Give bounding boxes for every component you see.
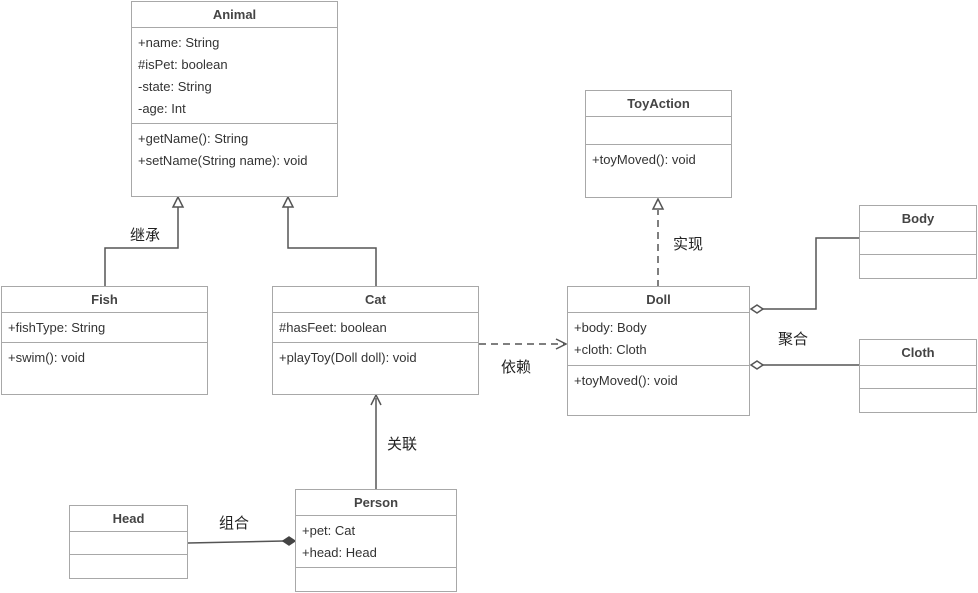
operation: +toyMoved(): void	[574, 373, 678, 388]
class-toyaction-operations: +toyMoved(): void	[586, 145, 731, 171]
doll-realization-arrowhead	[651, 197, 665, 210]
head-composition-line	[187, 540, 285, 544]
class-cat: Cat #hasFeet: boolean +playToy(Doll doll…	[272, 286, 479, 395]
class-body: Body	[859, 205, 977, 279]
attribute: #hasFeet: boolean	[279, 320, 387, 335]
aggregation-label: 聚合	[778, 330, 809, 348]
class-head: Head	[69, 505, 188, 579]
class-cat-operations: +playToy(Doll doll): void	[273, 343, 478, 369]
cat-dependency-arrowhead	[555, 338, 568, 350]
class-cloth-operations	[860, 389, 976, 393]
cat-inheritance-arrowhead	[281, 195, 295, 208]
class-fish-operations: +swim(): void	[2, 343, 207, 369]
class-animal-attributes: +name: String #isPet: boolean -state: St…	[132, 28, 337, 124]
class-cloth: Cloth	[859, 339, 977, 413]
attribute: +pet: Cat	[302, 523, 356, 538]
body-aggregation-diamond	[749, 304, 765, 314]
class-cloth-attributes	[860, 366, 976, 389]
class-doll: Doll +body: Body +cloth: Cloth +toyMoved…	[567, 286, 750, 416]
cat-inheritance-line	[287, 206, 377, 287]
attribute: +body: Body	[574, 320, 647, 335]
class-person-name: Person	[296, 490, 456, 516]
class-doll-attributes: +body: Body +cloth: Cloth	[568, 313, 749, 366]
attribute: -state: String	[138, 79, 212, 94]
cloth-aggregation-diamond	[749, 360, 765, 370]
attribute: #isPet: boolean	[138, 57, 228, 72]
operation: +setName(String name): void	[138, 153, 308, 168]
attribute: +head: Head	[302, 545, 377, 560]
class-animal: Animal +name: String #isPet: boolean -st…	[131, 1, 338, 197]
class-toyaction-attributes	[586, 117, 731, 145]
class-person-attributes: +pet: Cat +head: Head	[296, 516, 456, 568]
class-fish: Fish +fishType: String +swim(): void	[1, 286, 208, 395]
class-fish-name: Fish	[2, 287, 207, 313]
class-animal-operations: +getName(): String +setName(String name)…	[132, 124, 337, 172]
inheritance-label: 继承	[130, 226, 161, 244]
class-cat-name: Cat	[273, 287, 478, 313]
head-composition-diamond	[281, 536, 297, 546]
attribute: +name: String	[138, 35, 220, 50]
class-person: Person +pet: Cat +head: Head	[295, 489, 457, 592]
realization-label: 实现	[673, 235, 704, 253]
class-head-attributes	[70, 532, 187, 555]
operation: +swim(): void	[8, 350, 85, 365]
association-label: 关联	[387, 435, 418, 453]
class-body-attributes	[860, 232, 976, 255]
class-animal-name: Animal	[132, 2, 337, 28]
class-doll-name: Doll	[568, 287, 749, 313]
class-body-operations	[860, 255, 976, 259]
class-toyaction-name: ToyAction	[586, 91, 731, 117]
attribute: -age: Int	[138, 101, 186, 116]
class-head-name: Head	[70, 506, 187, 532]
class-body-name: Body	[860, 206, 976, 232]
class-toyaction: ToyAction +toyMoved(): void	[585, 90, 732, 198]
fish-inheritance-arrowhead	[171, 195, 185, 208]
dependency-label: 依赖	[501, 358, 532, 376]
operation: +toyMoved(): void	[592, 152, 696, 167]
class-head-operations	[70, 555, 187, 559]
class-cat-attributes: #hasFeet: boolean	[273, 313, 478, 343]
operation: +getName(): String	[138, 131, 249, 146]
fish-inheritance-line	[104, 206, 179, 287]
body-aggregation-line	[762, 237, 859, 310]
attribute: +fishType: String	[8, 320, 106, 335]
class-fish-attributes: +fishType: String	[2, 313, 207, 343]
class-cloth-name: Cloth	[860, 340, 976, 366]
attribute: +cloth: Cloth	[574, 342, 647, 357]
person-association-arrowhead	[370, 393, 382, 406]
class-person-operations	[296, 568, 456, 572]
composition-label: 组合	[219, 514, 250, 532]
operation: +playToy(Doll doll): void	[279, 350, 417, 365]
class-doll-operations: +toyMoved(): void	[568, 366, 749, 392]
